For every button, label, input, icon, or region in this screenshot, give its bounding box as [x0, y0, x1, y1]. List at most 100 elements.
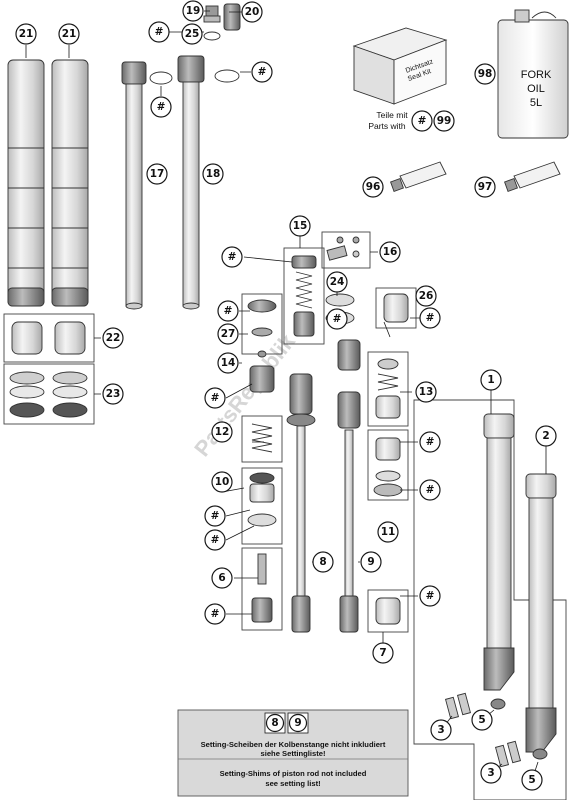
svg-text:21: 21 — [19, 28, 34, 40]
callout-15: 15 — [289, 215, 311, 237]
svg-text:12: 12 — [215, 426, 230, 438]
callout-hash-99: # — [411, 110, 433, 132]
callout-hash-27: # — [217, 300, 239, 322]
svg-text:9: 9 — [367, 556, 374, 568]
svg-text:15: 15 — [293, 220, 308, 232]
cartridge-tube-17 — [121, 61, 147, 310]
callout-hash-10a: # — [204, 505, 226, 527]
svg-text:#: # — [333, 313, 342, 325]
svg-text:17: 17 — [150, 168, 165, 180]
piston-13 — [375, 358, 401, 419]
svg-text:99: 99 — [437, 115, 452, 127]
svg-text:3: 3 — [487, 767, 494, 779]
grease-tube-96 — [390, 161, 447, 192]
svg-text:21: 21 — [62, 28, 77, 40]
svg-text:#: # — [426, 590, 435, 602]
svg-text:16: 16 — [383, 246, 398, 258]
group-box-11 — [367, 429, 409, 501]
svg-text:26: 26 — [419, 290, 434, 302]
svg-text:23: 23 — [106, 388, 121, 400]
svg-text:13: 13 — [419, 386, 434, 398]
callout-hash-7: # — [419, 585, 441, 607]
callout-3-b: 3 — [480, 762, 502, 784]
svg-text:5: 5 — [478, 714, 485, 726]
callout-5-b: 5 — [521, 769, 543, 791]
callout-97: 97 — [474, 176, 496, 198]
svg-text:5: 5 — [528, 774, 535, 786]
callout-25: 25 — [181, 23, 203, 45]
svg-text:6: 6 — [218, 572, 225, 584]
damper-rod-9 — [337, 339, 361, 633]
callout-note-9: 9 — [287, 712, 309, 734]
o-ring-17 — [149, 71, 173, 85]
callout-27: 27 — [217, 323, 239, 345]
callout-8: 8 — [312, 551, 334, 573]
grease-tube-97 — [504, 161, 561, 192]
valve-14 — [249, 350, 275, 393]
svg-text:#: # — [426, 312, 435, 324]
svg-text:27: 27 — [221, 328, 236, 340]
svg-text:14: 14 — [221, 357, 236, 369]
callout-hash-15: # — [221, 246, 243, 268]
outer-tube-left-b — [51, 59, 89, 307]
svg-text:#: # — [211, 392, 220, 404]
piston-26 — [383, 293, 409, 323]
valve-10 — [247, 472, 277, 527]
callout-20: 20 — [241, 1, 263, 23]
svg-text:#: # — [258, 66, 267, 78]
compression-valve-15 — [291, 255, 317, 337]
fork-leg-1 — [483, 413, 515, 691]
callout-hash-18: # — [251, 61, 273, 83]
group-box-legs — [413, 399, 567, 800]
callout-hash-25: # — [148, 21, 170, 43]
svg-text:1: 1 — [487, 374, 494, 386]
callout-hash-26: # — [419, 307, 441, 329]
parts-with-line-2: Parts with — [368, 121, 406, 131]
callout-12: 12 — [211, 421, 233, 443]
group-box-6 — [241, 547, 283, 631]
svg-text:8: 8 — [319, 556, 326, 568]
fork-leg-2 — [525, 473, 557, 753]
base-valve-6 — [251, 553, 273, 623]
spring-12 — [251, 423, 273, 453]
nut-5b — [532, 748, 548, 760]
svg-text:18: 18 — [206, 168, 221, 180]
callout-hash-10b: # — [204, 529, 226, 551]
callout-26: 26 — [415, 285, 437, 307]
callout-hash-11a: # — [419, 431, 441, 453]
callout-18: 18 — [202, 163, 224, 185]
valve-7 — [375, 597, 401, 625]
callout-16: 16 — [379, 241, 401, 263]
callout-1: 1 — [480, 369, 502, 391]
seals-23 — [9, 371, 88, 418]
svg-text:10: 10 — [215, 476, 230, 488]
svg-text:7: 7 — [379, 647, 386, 659]
top-cap-20 — [223, 3, 241, 31]
callout-2: 2 — [535, 425, 557, 447]
svg-text:19: 19 — [186, 5, 201, 17]
svg-text:96: 96 — [366, 181, 381, 193]
callout-11: 11 — [377, 521, 399, 543]
svg-text:#: # — [228, 251, 237, 263]
note-german-1: Setting-Scheiben der Kolbenstange nicht … — [201, 740, 386, 749]
oil-label-1: FORK — [521, 69, 552, 81]
group-box-10 — [241, 467, 283, 545]
svg-text:#: # — [157, 101, 166, 113]
callout-hash-14: # — [204, 387, 226, 409]
outer-tube-left-a — [7, 59, 45, 307]
group-box-15 — [283, 247, 325, 345]
callout-3-a: 3 — [430, 719, 452, 741]
svg-text:3: 3 — [437, 724, 444, 736]
svg-text:#: # — [426, 436, 435, 448]
svg-text:97: 97 — [478, 181, 493, 193]
svg-text:22: 22 — [106, 332, 121, 344]
callout-hash-11b: # — [419, 479, 441, 501]
callout-21-a: 21 — [15, 23, 37, 45]
svg-text:8: 8 — [271, 717, 278, 729]
svg-text:#: # — [211, 510, 220, 522]
bushings-22 — [11, 321, 86, 355]
callout-14: 14 — [217, 352, 239, 374]
group-box-16 — [321, 231, 371, 269]
callout-99: 99 — [433, 110, 455, 132]
